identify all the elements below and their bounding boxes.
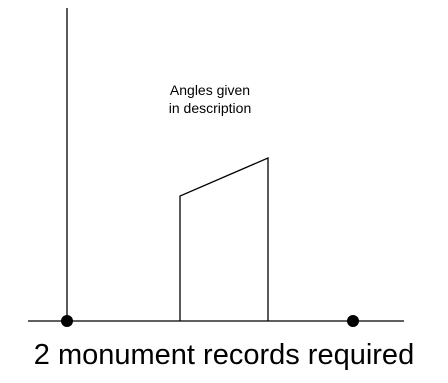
annotation-line-2: in description	[168, 100, 252, 116]
parcel-outline	[179, 157, 269, 321]
annotation-line-1: Angles given	[169, 82, 251, 98]
monument-marker-left	[61, 315, 73, 327]
caption: 2 monument records required	[33, 339, 415, 371]
angle-annotation: Angles given in description	[135, 81, 285, 117]
monument-marker-right	[347, 315, 359, 327]
